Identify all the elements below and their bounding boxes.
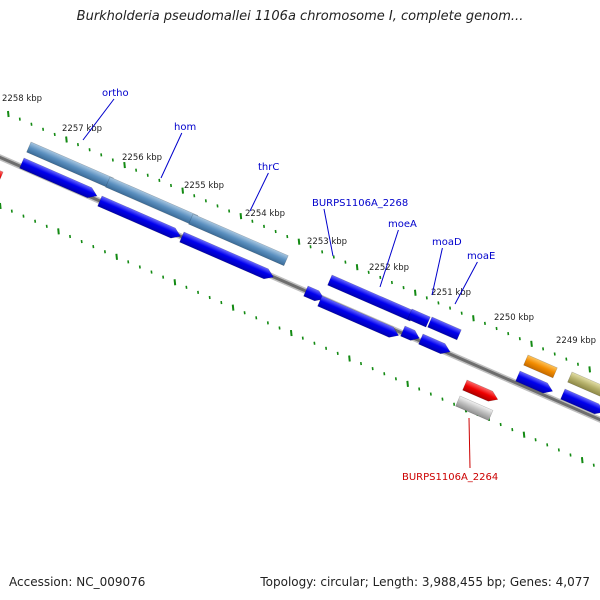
outer-tick-mark bbox=[239, 213, 243, 220]
cds-feature-small bbox=[400, 325, 420, 341]
inner-tick-mark bbox=[406, 380, 409, 387]
rna-feature-BURPS1106A_2264 bbox=[462, 379, 499, 402]
outer-tick-mark bbox=[297, 238, 301, 245]
gene-label[interactable]: moaD bbox=[432, 237, 462, 248]
tick-label: 2249 kbp bbox=[556, 336, 596, 346]
cds-feature-hom bbox=[97, 195, 181, 239]
gene-label[interactable]: hom bbox=[174, 122, 196, 133]
cds-feature-BURPS1106A_2268 bbox=[303, 285, 325, 302]
gene-label[interactable]: moeA bbox=[388, 219, 417, 230]
cds-feature-thrC bbox=[179, 231, 274, 280]
gene-leader-line bbox=[249, 172, 269, 212]
inner-tick-mark bbox=[522, 431, 526, 438]
cds-feature-moeA bbox=[327, 274, 415, 322]
orange-feature bbox=[523, 354, 558, 379]
tick-label: 2255 kbp bbox=[184, 181, 224, 191]
inner-tick-mark bbox=[289, 329, 293, 337]
inner-tick-mark bbox=[580, 457, 584, 464]
cds-feature-right bbox=[515, 370, 554, 394]
inner-tick-mark bbox=[115, 253, 118, 260]
gene-labels: ortho hom thrC BURPS1106A_2268 moeA moaD moaE B… bbox=[82, 88, 498, 483]
cds-feature-ortho bbox=[19, 157, 98, 198]
tick-label: 2251 kbp bbox=[431, 288, 471, 298]
gene-leader-line bbox=[468, 417, 471, 469]
cds-feature-moaD bbox=[407, 308, 431, 328]
gene-label[interactable]: thrC bbox=[258, 162, 279, 173]
inner-tick-mark bbox=[231, 304, 235, 311]
outer-tick-mark bbox=[181, 187, 185, 194]
grey-feature-BURPS1106A_2264 bbox=[455, 395, 494, 421]
cds-feature-moeA-2 bbox=[317, 295, 400, 338]
ortholog-feature-thrC bbox=[188, 213, 289, 267]
gene-leader-line bbox=[160, 132, 183, 179]
outer-tick-mark bbox=[530, 340, 533, 347]
inner-tick-mark bbox=[173, 279, 177, 286]
outer-tick-mark bbox=[413, 289, 417, 296]
feature-track bbox=[0, 141, 600, 421]
tick-label: 2256 kbp bbox=[122, 153, 162, 163]
gene-leader-line bbox=[431, 247, 443, 296]
outer-tick-mark bbox=[588, 366, 591, 373]
tick-label: 2258 kbp bbox=[2, 94, 42, 104]
cds-feature-right-2 bbox=[560, 388, 600, 415]
outer-tick-mark bbox=[123, 161, 126, 169]
gene-leader-line bbox=[454, 261, 478, 305]
outer-tick-mark bbox=[472, 315, 475, 322]
backbone bbox=[0, 154, 600, 423]
outer-tick-mark bbox=[7, 110, 10, 118]
cds-feature-moaE bbox=[427, 316, 462, 341]
accession-text: Accession: NC_009076 bbox=[9, 575, 146, 589]
gene-label[interactable]: ortho bbox=[102, 88, 129, 99]
gene-label[interactable]: BURPS1106A_2268 bbox=[312, 198, 408, 209]
outer-tick-mark bbox=[65, 136, 68, 143]
genome-stats: Topology: circular; Length: 3,988,455 bp… bbox=[260, 575, 590, 589]
tick-label: 2252 kbp bbox=[369, 263, 409, 273]
inner-tick-mark bbox=[0, 202, 2, 210]
cds-feature-small-2 bbox=[418, 333, 451, 354]
rna-feature-edge bbox=[0, 167, 4, 183]
gene-leader-line bbox=[82, 98, 115, 141]
olive-feature bbox=[567, 371, 600, 399]
outer-tick-mark bbox=[355, 264, 359, 271]
inner-tick-track bbox=[0, 202, 595, 467]
gene-leader-line bbox=[323, 208, 334, 257]
tick-label: 2257 kbp bbox=[62, 124, 102, 134]
outer-tick-track bbox=[7, 110, 591, 373]
inner-tick-mark bbox=[57, 228, 60, 235]
gene-label[interactable]: moaE bbox=[467, 251, 495, 262]
tick-label: 2250 kbp bbox=[494, 313, 534, 323]
gene-leader-line bbox=[379, 229, 399, 288]
inner-tick-mark bbox=[348, 355, 351, 362]
tick-label: 2254 kbp bbox=[245, 209, 285, 219]
tick-labels: 2258 kbp 2257 kbp 2256 kbp 2255 kbp 2254 kbp… bbox=[2, 94, 596, 346]
map-title: Burkholderia pseudomallei 1106a chromoso… bbox=[76, 9, 524, 24]
gene-label[interactable]: BURPS1106A_2264 bbox=[402, 472, 498, 483]
tick-label: 2253 kbp bbox=[307, 237, 347, 247]
